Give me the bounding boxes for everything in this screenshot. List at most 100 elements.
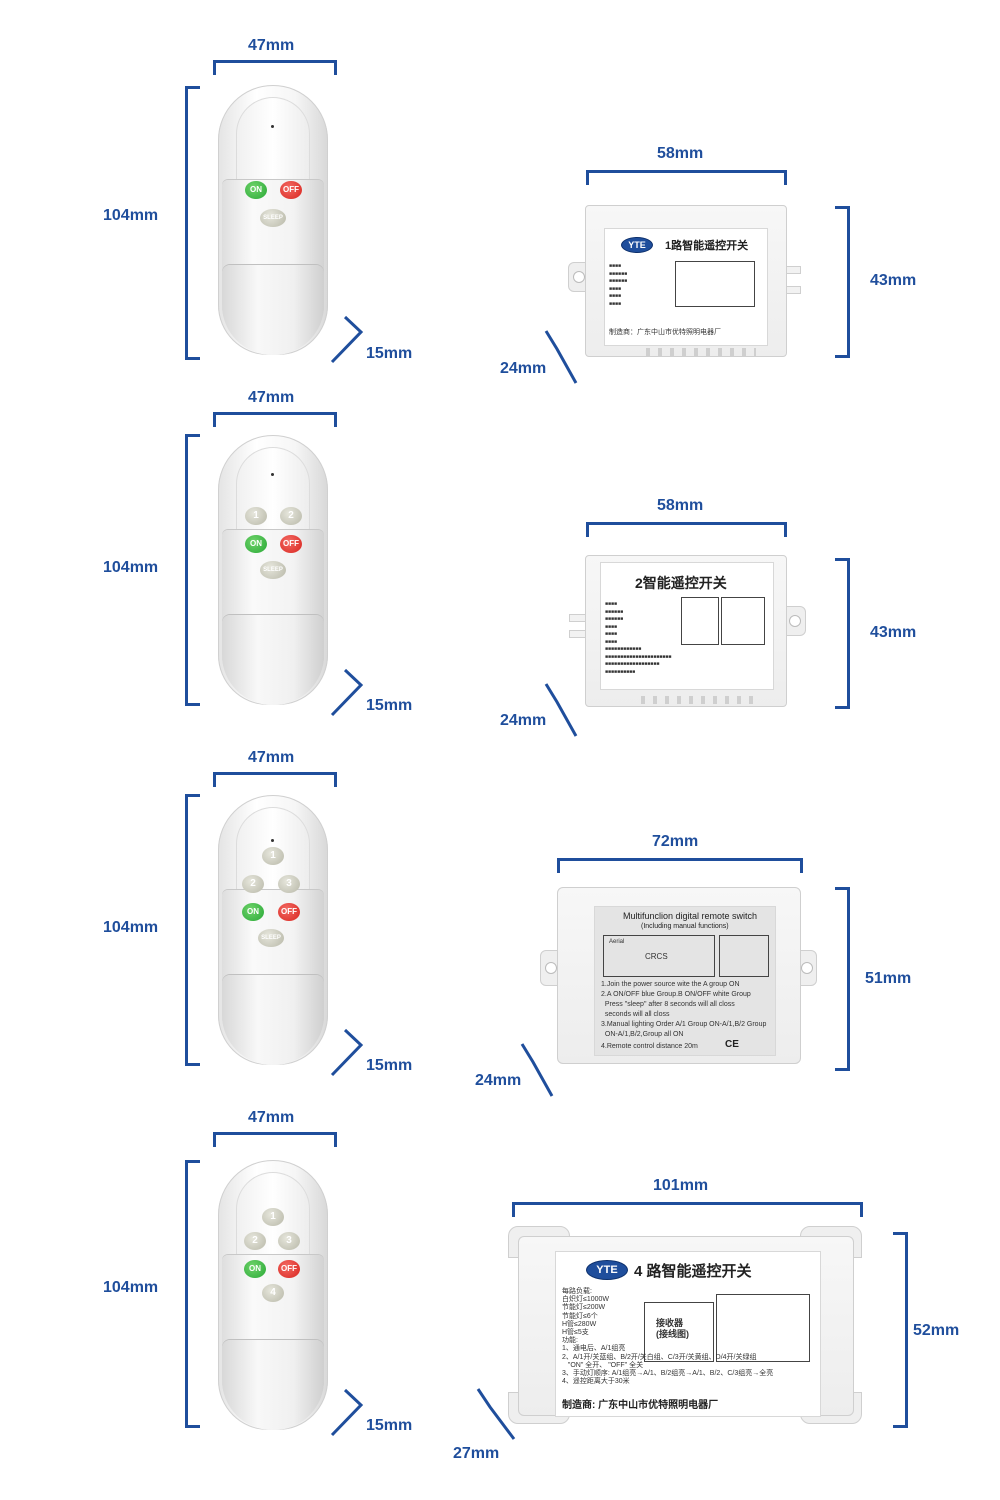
receiver-title: 1路智能遥控开关 [665, 240, 749, 252]
row-1: 47mm 104mm 15mm ON OFF SLEEP 58mm 43mm 2… [0, 0, 1000, 384]
ce-mark: CE [725, 1039, 739, 1050]
sleep-button[interactable]: SLEEP [260, 209, 286, 227]
brand-logo: YTE [621, 237, 653, 253]
button-2[interactable]: 2 [244, 1232, 266, 1250]
receiver-depth-label: 24mm [500, 712, 547, 729]
button-1[interactable]: 1 [262, 1208, 284, 1226]
receiver-box-label: 接收器 (接线图) [656, 1318, 689, 1339]
led-indicator [271, 473, 274, 476]
receiver-title: 4 路智能遥控开关 [634, 1263, 752, 1280]
led-indicator [271, 839, 274, 842]
receiver-width-label: 101mm [653, 1177, 709, 1194]
button-4[interactable]: 4 [262, 1284, 284, 1302]
brand-logo: YTE [586, 1260, 628, 1280]
remote-width-bracket [213, 772, 337, 787]
receiver-label: Multifunclion digital remote switch (Inc… [594, 906, 776, 1056]
receiver-subtitle: (Including manual functions) [641, 923, 729, 930]
remote-depth-bracket [330, 1388, 364, 1437]
receiver-label: 2智能遥控开关 ■■■■ ■■■■■■ ■■■■■■ ■■■■ ■■■■ ■■■… [600, 562, 774, 690]
remote-depth-label: 15mm [366, 1057, 413, 1074]
remote-control: 1 2 ON OFF SLEEP [218, 435, 328, 705]
remote-depth-bracket [330, 668, 364, 717]
receiver-width-label: 72mm [652, 833, 699, 850]
receiver-specs: 每路负载: 白炽灯≤1000W 节能灯≤200W 节能灯≤6个 H管≤280W … [562, 1288, 774, 1386]
receiver-depth-label: 27mm [453, 1445, 500, 1462]
button-2[interactable]: 2 [242, 875, 264, 893]
remote-width-label: 47mm [248, 37, 295, 54]
remote-height-bracket [185, 1160, 200, 1428]
receiver-height-bracket [835, 558, 850, 709]
instruction-line: 3.Manual lighting Order A/1 Group ON-A/1… [601, 1021, 767, 1028]
remote-depth-bracket [330, 315, 364, 364]
on-button[interactable]: ON [244, 1260, 266, 1278]
remote-width-bracket [213, 412, 337, 427]
receiver-height-bracket [835, 206, 850, 358]
button-3[interactable]: 3 [278, 875, 300, 893]
receiver-label: YTE 1路智能遥控开关 ■■■■ ■■■■■■ ■■■■■■ ■■■■ ■■■… [604, 228, 768, 346]
remote-width-label: 47mm [248, 1109, 295, 1126]
receiver-depth-bracket [520, 1043, 554, 1097]
button-2[interactable]: 2 [280, 507, 302, 525]
off-button[interactable]: OFF [278, 1260, 300, 1278]
on-button[interactable]: ON [242, 903, 264, 921]
receiver-depth-bracket [476, 1388, 516, 1440]
receiver-label: YTE 4 路智能遥控开关 接收器 (接线图) 每路负载: 白炽灯≤1000W … [555, 1251, 821, 1417]
receiver-depth-bracket [544, 330, 578, 384]
receiver-width-label: 58mm [657, 497, 704, 514]
remote-width-label: 47mm [248, 389, 295, 406]
receiver-box-label: CRCS [645, 952, 668, 961]
receiver-height-label: 52mm [913, 1322, 960, 1339]
receiver-unit-1ch: YTE 1路智能遥控开关 ■■■■ ■■■■■■ ■■■■■■ ■■■■ ■■■… [585, 205, 787, 357]
off-button[interactable]: OFF [278, 903, 300, 921]
remote-width-bracket [213, 1132, 337, 1147]
instruction-line: Press "sleep" after 8 seconds will all c… [601, 1001, 735, 1008]
receiver-width-bracket [512, 1202, 863, 1217]
remote-cap [222, 1340, 324, 1430]
button-1[interactable]: 1 [245, 507, 267, 525]
remote-height-label: 104mm [103, 559, 159, 576]
receiver-width-bracket [557, 858, 803, 873]
receiver-height-label: 51mm [865, 970, 912, 987]
receiver-depth-label: 24mm [500, 360, 547, 377]
instruction-line: ON-A/1,B/2,Group all ON [601, 1031, 684, 1038]
remote-control: 1 2 3 ON OFF SLEEP [218, 795, 328, 1065]
led-indicator [271, 125, 274, 128]
instruction-line: 1.Join the power source wite the A group… [601, 981, 740, 988]
remote-depth-label: 15mm [366, 1417, 413, 1434]
receiver-depth-label: 24mm [475, 1072, 522, 1089]
remote-control: 1 2 3 ON OFF 4 [218, 1160, 328, 1430]
sleep-button[interactable]: SLEEP [258, 929, 284, 947]
receiver-width-bracket [586, 170, 787, 185]
sleep-button[interactable]: SLEEP [260, 561, 286, 579]
off-button[interactable]: OFF [280, 181, 302, 199]
button-1[interactable]: 1 [262, 847, 284, 865]
receiver-maker: 制造商：广东中山市优特照明电器厂 [609, 329, 721, 336]
receiver-unit-4ch: YTE 4 路智能遥控开关 接收器 (接线图) 每路负载: 白炽灯≤1000W … [518, 1236, 854, 1417]
receiver-width-bracket [586, 522, 787, 537]
on-button[interactable]: ON [245, 535, 267, 553]
instruction-line: 2.A ON/OFF blue Group.B ON/OFF white Gro… [601, 991, 751, 998]
remote-depth-label: 15mm [366, 345, 413, 362]
receiver-title: 2智能遥控开关 [635, 575, 727, 591]
receiver-unit-3ch: Multifunclion digital remote switch (Inc… [557, 887, 801, 1064]
remote-height-label: 104mm [103, 1279, 159, 1296]
off-button[interactable]: OFF [280, 535, 302, 553]
remote-cap [222, 615, 324, 705]
receiver-unit-2ch: 2智能遥控开关 ■■■■ ■■■■■■ ■■■■■■ ■■■■ ■■■■ ■■■… [585, 555, 787, 707]
remote-width-label: 47mm [248, 749, 295, 766]
receiver-height-bracket [835, 887, 850, 1071]
remote-depth-label: 15mm [366, 697, 413, 714]
instruction-line: seconds will all closs [601, 1011, 670, 1018]
remote-height-bracket [185, 434, 200, 706]
instruction-line: 4.Remote control distance 20m [601, 1043, 698, 1050]
remote-width-bracket [213, 60, 337, 75]
button-3[interactable]: 3 [278, 1232, 300, 1250]
receiver-width-label: 58mm [657, 145, 704, 162]
receiver-height-bracket [893, 1232, 908, 1428]
on-button[interactable]: ON [245, 181, 267, 199]
remote-height-bracket [185, 794, 200, 1066]
remote-height-label: 104mm [103, 919, 159, 936]
remote-depth-bracket [330, 1028, 364, 1077]
receiver-height-label: 43mm [870, 624, 917, 641]
remote-height-label: 104mm [103, 207, 159, 224]
